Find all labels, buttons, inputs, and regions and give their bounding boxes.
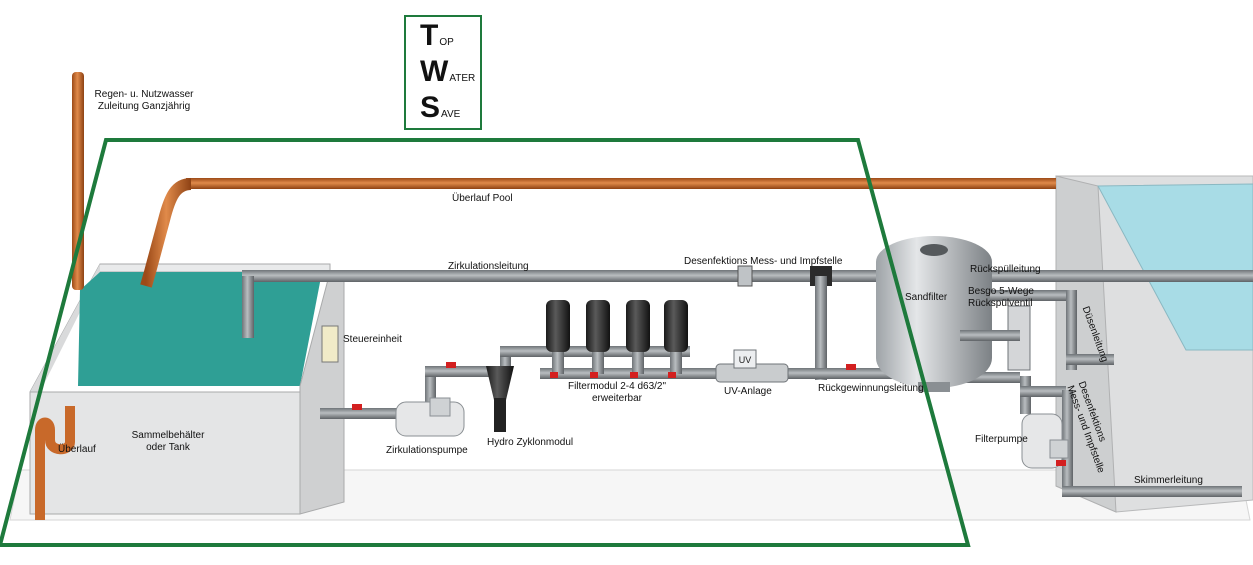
tee-riser — [815, 276, 827, 380]
circulation-pump-label: Zirkulationspumpe — [386, 445, 468, 456]
disinfection-fitting-top — [737, 265, 753, 287]
logo-rest-water: ATER — [449, 73, 476, 84]
pool — [1055, 175, 1253, 513]
system-boundary-frame — [0, 138, 971, 547]
rainwater-label-line1: Regen- u. Nutzwasser — [94, 89, 194, 100]
overflow-pool-label: Überlauf Pool — [452, 193, 513, 204]
hydro-cyclone-label: Hydro Zyklonmodul — [487, 437, 574, 448]
uv-plant-label: UV-Anlage — [724, 386, 772, 397]
control-unit-box — [321, 325, 339, 363]
hydro-cyclone-shape — [486, 366, 514, 432]
overflow-label: Überlauf — [58, 444, 96, 455]
filter-module-label-line2: erweiterbar — [591, 393, 643, 404]
pool-overflow-pipe — [140, 178, 1056, 288]
filter-module-label-line1: Filtermodul 2-4 d63/2" — [567, 381, 667, 392]
collection-tank-label: Sammelbehälter oder Tank — [132, 430, 205, 454]
rainwater-label: Regen- u. Nutzwasser Zuleitung Ganzjähri… — [95, 89, 194, 113]
logo-rest-save: AVE — [441, 109, 461, 120]
collection-tank-label-line2: oder Tank — [146, 442, 190, 453]
logo-initial-w: W — [420, 55, 449, 88]
disinfection-top-label: Desenfektions Mess- und Impfstelle — [684, 256, 843, 267]
logo-line-save: SAVE — [420, 91, 460, 125]
besgo-valve-label: Besgo 5-Wege Rückspülventil — [968, 286, 1034, 310]
filter-module-shape — [546, 300, 688, 374]
filter-pump-label: Filterpumpe — [975, 434, 1028, 445]
tank-overflow-pipe — [35, 406, 75, 520]
circulation-pump-shape — [395, 397, 465, 437]
besgo-valve-label-line1: Besgo 5-Wege — [968, 286, 1034, 297]
recovery-line-label: Rückgewinnungsleitung — [818, 383, 924, 394]
logo-rest-top: OP — [439, 37, 454, 48]
logo-line-top: TOP — [420, 19, 454, 53]
rainwater-label-line2: Zuleitung Ganzjährig — [97, 101, 191, 112]
red-valves — [352, 362, 1066, 466]
sand-filter-label: Sandfilter — [905, 292, 948, 303]
collection-tank-label-line1: Sammelbehälter — [131, 430, 205, 441]
logo-initial-s: S — [420, 91, 441, 124]
uv-plant-shape — [715, 349, 789, 383]
sand-filter-shape — [876, 236, 992, 392]
circulation-line-label: Zirkulationsleitung — [448, 261, 529, 272]
filter-module-label: Filtermodul 2-4 d63/2" erweiterbar — [568, 381, 666, 405]
backwash-line-label: Rückspülleitung — [970, 264, 1041, 275]
logo-initial-t: T — [420, 19, 439, 52]
uv-box-label: UV — [738, 355, 752, 365]
collection-tank — [29, 263, 345, 515]
control-unit-label: Steuereinheit — [343, 334, 402, 345]
logo-line-water: WATER — [420, 55, 475, 89]
tws-logo: TOP WATER SAVE — [404, 15, 482, 130]
skimmer-line-label: Skimmerleitung — [1134, 475, 1203, 486]
filter-pump-shape — [1021, 413, 1069, 469]
besgo-valve-label-line2: Rückspülventil — [968, 298, 1033, 309]
